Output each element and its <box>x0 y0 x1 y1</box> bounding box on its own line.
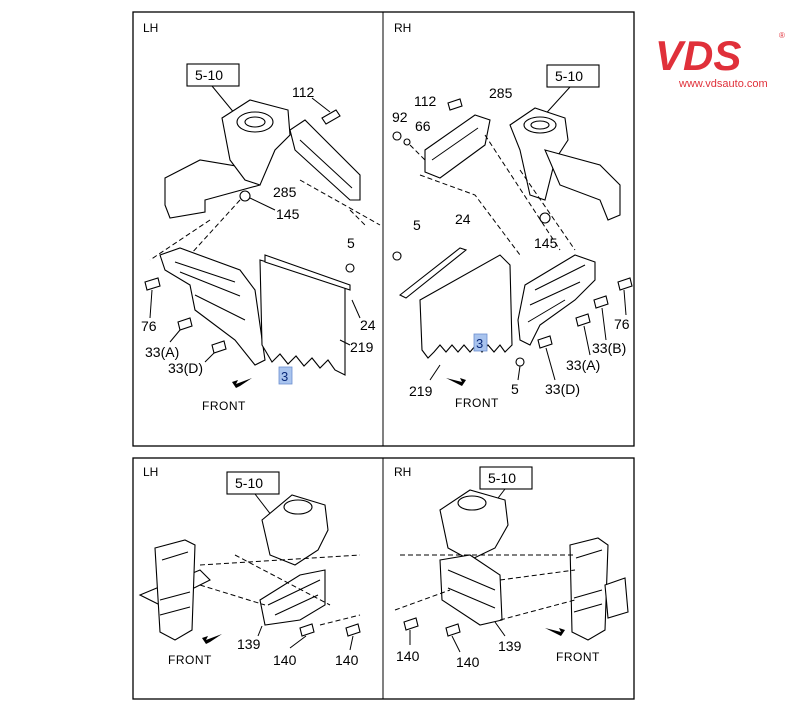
strip-24 <box>398 247 468 299</box>
callout-145: 145 <box>276 206 300 222</box>
mud-flap-219 <box>259 259 346 376</box>
side-label-lh: LH <box>143 21 158 35</box>
callout-76: 76 <box>141 318 157 334</box>
callout-76: 76 <box>614 316 630 332</box>
ref-box <box>546 64 600 88</box>
nut-145 <box>539 212 551 224</box>
ref-text: 5-10 <box>488 470 516 486</box>
front-arrow-icon <box>202 634 222 644</box>
bolt-76 <box>144 277 161 291</box>
top-lh-panel: LH 5-10 <box>141 21 381 413</box>
callout-219: 219 <box>350 339 374 355</box>
side-label-rh: RH <box>394 21 411 35</box>
side-label-lh: LH <box>143 465 158 479</box>
bottom-lh-panel: LH 5-10 139 140 140 FRONT <box>138 465 361 668</box>
callout-24: 24 <box>360 317 376 333</box>
callout-145: 145 <box>534 235 558 251</box>
front-arrow-icon <box>446 378 466 386</box>
frame-rail <box>569 537 609 641</box>
ref-box <box>479 466 533 490</box>
callout-140-right: 140 <box>335 652 359 668</box>
front-label: FRONT <box>455 396 499 410</box>
callout-33d: 33(D) <box>545 381 580 397</box>
bolt-33d <box>537 335 553 349</box>
support-bracket-139 <box>259 569 326 626</box>
front-label: FRONT <box>168 653 212 667</box>
washer-66 <box>403 138 411 146</box>
bolt-33a <box>575 313 591 327</box>
lower-bracket <box>517 254 596 346</box>
vds-logo: VDS ® www.vdsauto.com <box>655 31 785 90</box>
callout-140-left: 140 <box>396 648 420 664</box>
callout-5: 5 <box>347 235 355 251</box>
shock-tower <box>261 494 329 566</box>
callout-5-upper: 5 <box>413 217 421 233</box>
bracket-285 <box>289 119 361 201</box>
callout-285: 285 <box>273 184 297 200</box>
bolt-140-left <box>403 617 419 631</box>
bolt-140-right <box>445 623 461 637</box>
ref-text: 5-10 <box>235 475 263 491</box>
callout-140-left: 140 <box>273 652 297 668</box>
ref-box <box>226 471 280 495</box>
callout-33a: 33(A) <box>566 357 600 373</box>
frame-rail <box>154 539 196 641</box>
bolt-112 <box>321 109 341 125</box>
logo-text: VDS <box>655 32 741 79</box>
callout-66: 66 <box>415 118 431 134</box>
callout-5-lower: 5 <box>511 381 519 397</box>
washer-92 <box>392 131 402 141</box>
callout-112: 112 <box>414 93 437 109</box>
side-label-rh: RH <box>394 465 411 479</box>
front-label: FRONT <box>202 399 246 413</box>
support-bracket-139 <box>439 554 503 626</box>
callout-3-highlight <box>278 366 293 385</box>
logo-url: www.vdsauto.com <box>678 78 768 90</box>
callout-139: 139 <box>237 636 261 652</box>
callout-33d: 33(D) <box>168 360 203 376</box>
callout-219: 219 <box>409 383 433 399</box>
bolt-33b <box>593 295 609 309</box>
callout-3-highlight <box>473 333 488 352</box>
callout-140-right: 140 <box>456 654 480 670</box>
callout-112: 112 <box>292 84 315 100</box>
callout-3: 3 <box>476 336 483 351</box>
front-label: FRONT <box>556 650 600 664</box>
bolt-33a <box>177 317 193 331</box>
crossmember <box>604 577 629 619</box>
callout-92: 92 <box>392 109 408 125</box>
front-arrow-icon <box>545 628 565 636</box>
bolt-140-right <box>345 623 361 637</box>
logo-registered-mark: ® <box>779 31 785 40</box>
frame-rail <box>164 159 261 219</box>
shock-tower <box>439 489 509 561</box>
callout-33a: 33(A) <box>145 344 179 360</box>
bottom-rh-panel: RH 5-10 140 140 139 FRONT <box>394 465 629 670</box>
mud-flap-219 <box>419 254 513 359</box>
callout-139: 139 <box>498 638 522 654</box>
strip-24 <box>264 254 351 291</box>
lower-bracket <box>159 247 266 366</box>
callout-285: 285 <box>489 85 513 101</box>
nut-5 <box>345 263 355 273</box>
bolt-140-left <box>299 623 315 637</box>
nut-5-lower <box>515 357 525 367</box>
ref-box <box>186 63 240 87</box>
front-arrow-icon <box>232 378 252 388</box>
callout-33b: 33(B) <box>592 340 626 356</box>
ref-text: 5-10 <box>195 67 223 83</box>
callout-3: 3 <box>281 369 288 384</box>
nut-145 <box>239 190 251 202</box>
nut-5-upper <box>392 251 402 261</box>
bolt-76 <box>617 277 633 291</box>
frame-rail <box>544 149 621 221</box>
bolt-33d <box>211 340 227 354</box>
top-rh-panel: RH 5-10 <box>392 21 633 410</box>
callout-24: 24 <box>455 211 471 227</box>
bolt-112 <box>447 98 463 111</box>
ref-text: 5-10 <box>555 68 583 84</box>
